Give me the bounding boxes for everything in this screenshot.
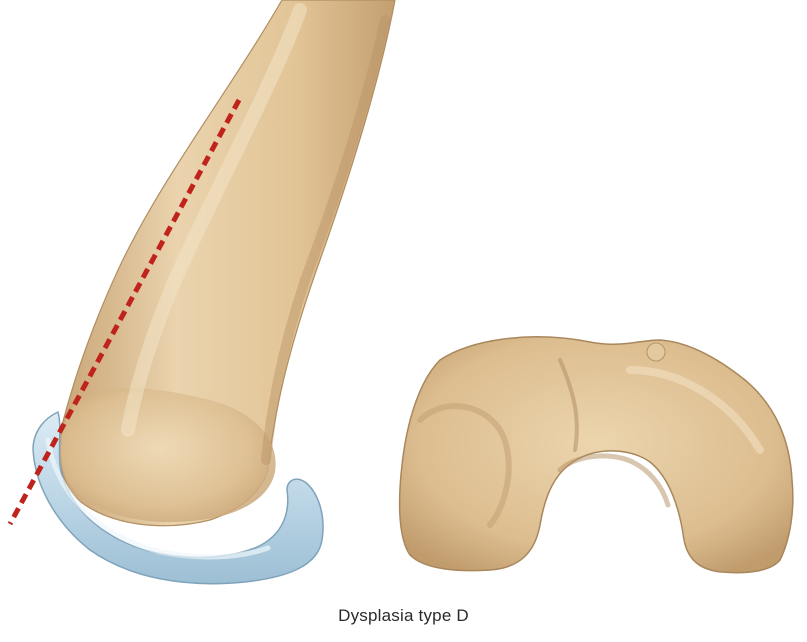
femur-lateral-view [59,0,395,526]
figure-caption: Dysplasia type D [0,606,807,626]
bump-detail [647,343,665,361]
femur-axial-view [400,337,793,573]
